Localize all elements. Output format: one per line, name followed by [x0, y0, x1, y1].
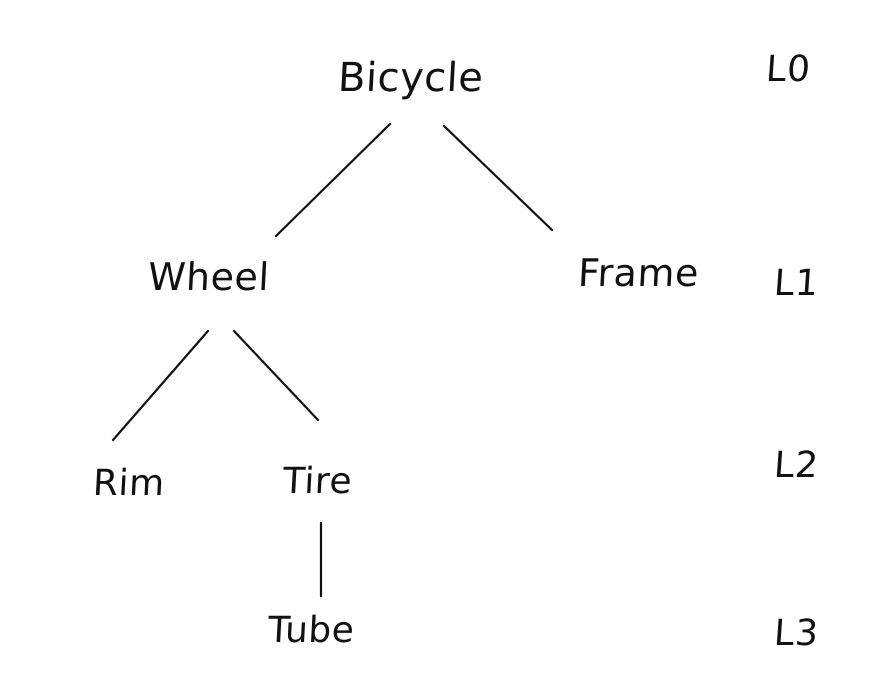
edge-wheel-rim [111, 329, 210, 442]
level-label-l3: L3 [772, 613, 821, 654]
edge-bicycle-frame [442, 124, 554, 232]
edge-bicycle-wheel [274, 122, 392, 238]
edge-wheel-tire [232, 329, 320, 422]
node-bicycle: Bicycle [336, 55, 485, 101]
level-label-l0: L0 [764, 49, 813, 90]
node-tire: Tire [281, 461, 354, 502]
node-rim: Rim [91, 463, 166, 504]
level-label-l1: L1 [772, 263, 821, 304]
node-frame: Frame [576, 251, 701, 295]
level-label-l2: L2 [772, 445, 821, 486]
node-wheel: Wheel [146, 255, 271, 299]
node-tube: Tube [266, 610, 356, 651]
